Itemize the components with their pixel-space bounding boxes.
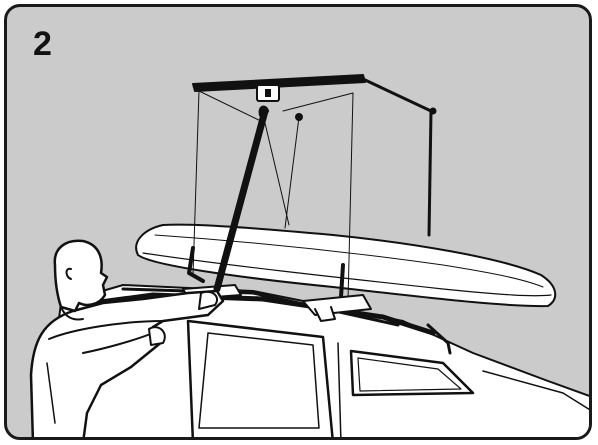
step-number: 2 <box>33 25 52 63</box>
car-rear-quarter <box>482 370 589 411</box>
roof-rail-end <box>426 323 452 355</box>
person-arm-upper <box>48 320 164 340</box>
roof-rails <box>90 287 452 355</box>
roof-box-hoist-illustration <box>29 74 589 437</box>
illustration-panel: 2 <box>4 4 592 440</box>
car-door-line <box>337 342 342 437</box>
car-side-window-front <box>198 332 320 429</box>
roof-rail-rear <box>121 287 400 327</box>
person-collar <box>60 306 84 321</box>
strap-diagonal <box>264 122 290 226</box>
hoist-cord-weight <box>295 113 303 121</box>
strap-rear <box>347 92 354 302</box>
hoist-cord-right <box>282 92 354 112</box>
person-ear <box>65 267 72 280</box>
hoist-pull-rope-hook <box>258 105 269 117</box>
hoist-cord-left <box>198 90 266 124</box>
person-head <box>53 239 109 313</box>
roof-rail-front <box>90 292 436 336</box>
car-side-window-rear <box>349 349 475 397</box>
car <box>42 284 589 437</box>
hoist-pull-rope <box>213 107 269 293</box>
cargo-box <box>135 223 557 308</box>
person-hand-lower <box>148 326 166 346</box>
hoist-frame <box>192 74 437 293</box>
strap-front-hook <box>187 246 205 283</box>
cargo-box-shell <box>135 223 557 308</box>
hoist-cord-drop <box>284 116 300 229</box>
person-arm-rear <box>82 332 154 354</box>
hoist-pulley-wheel <box>265 89 271 97</box>
person-shirt-fold <box>46 362 56 424</box>
cargo-box-lid-line <box>154 234 544 288</box>
hoist-ceiling-bar <box>192 74 366 92</box>
hoist-arm-joint <box>429 107 437 115</box>
person-body <box>29 289 225 437</box>
hoist-support-leg <box>427 109 433 237</box>
person-hand-upper <box>198 291 219 310</box>
cargo-box-lid-seam <box>142 252 552 297</box>
hoist-support-arm <box>361 77 433 113</box>
car-side-window-rear-inner <box>357 357 462 392</box>
strap-front <box>192 90 200 276</box>
foot-rear-clamp <box>314 306 336 322</box>
person <box>29 239 225 437</box>
